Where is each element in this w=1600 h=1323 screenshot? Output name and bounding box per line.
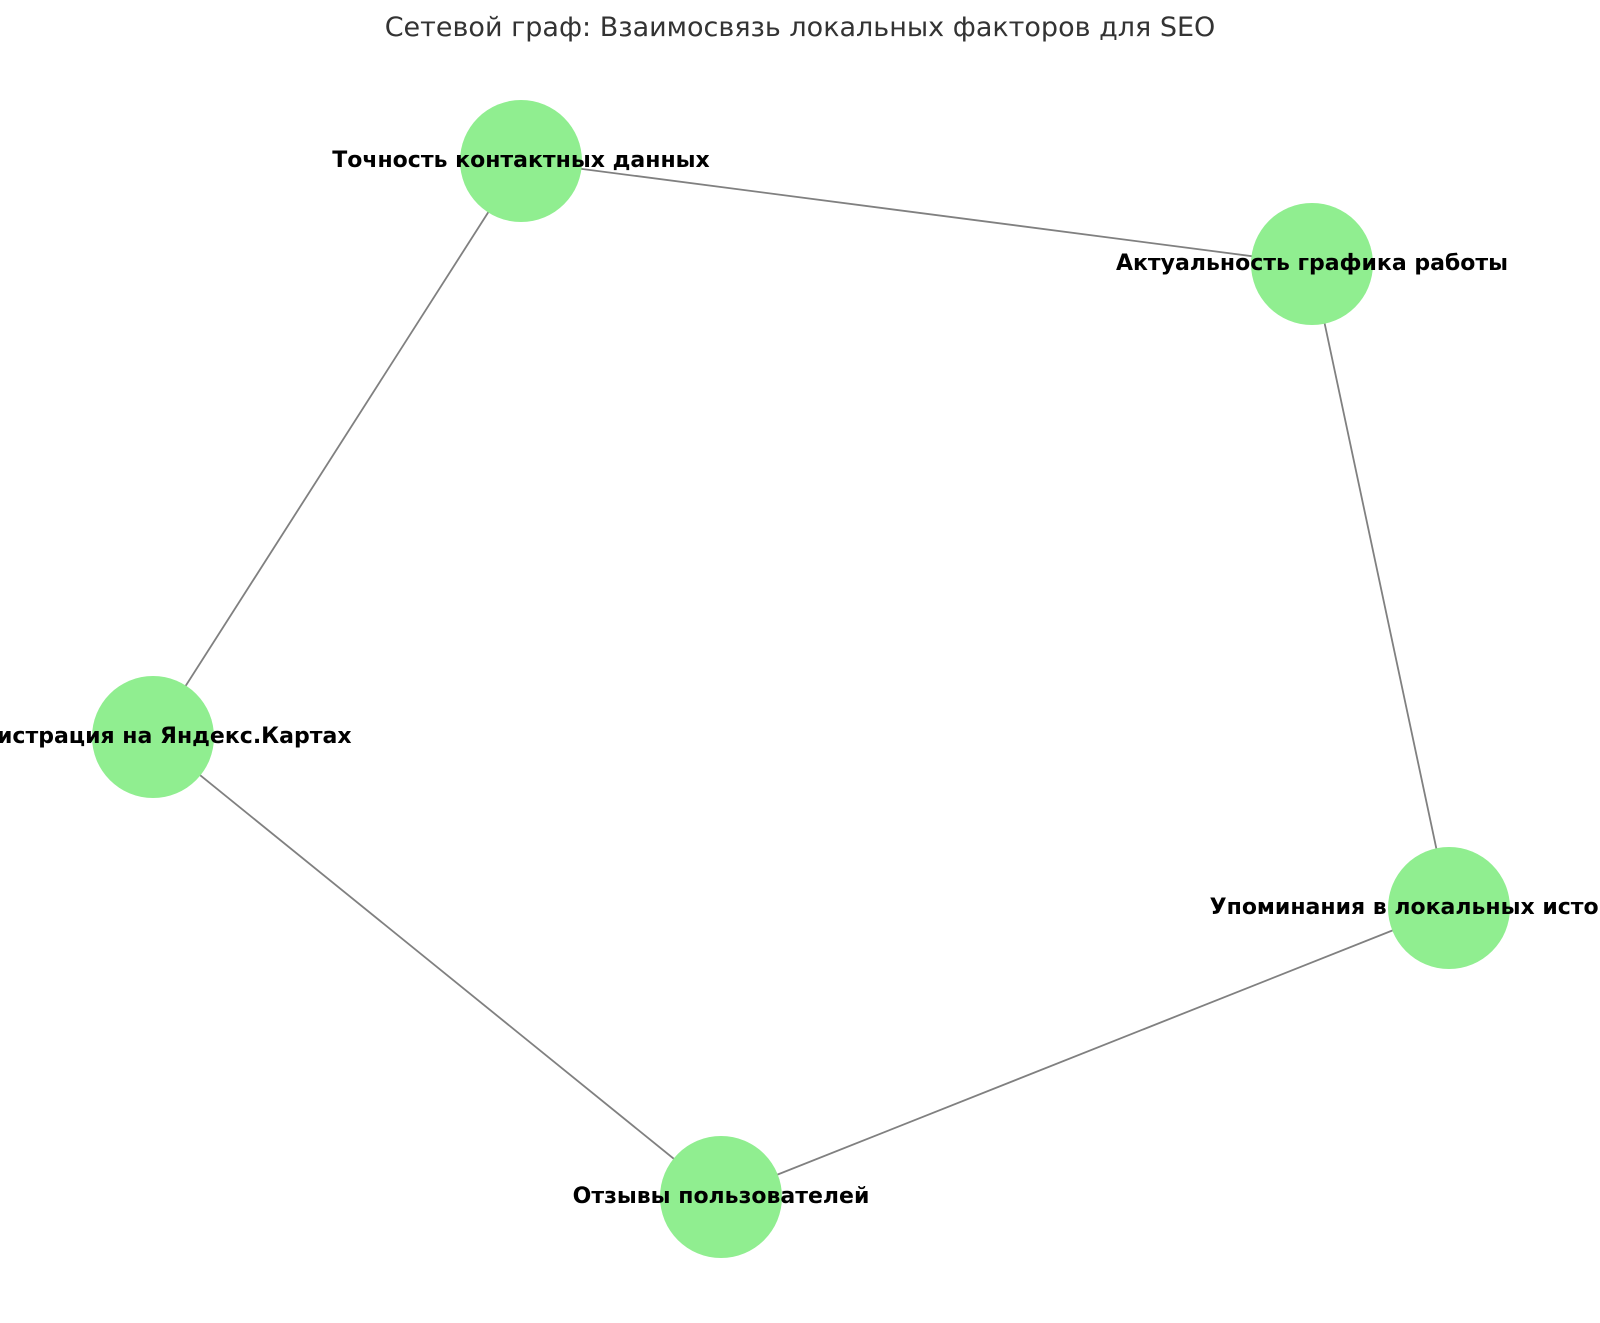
- graph-node-local-mentions: [1388, 847, 1510, 969]
- graph-node-schedule-actuality: [1251, 203, 1373, 325]
- graph-node-user-reviews: [660, 1136, 782, 1258]
- graph-edge-user-reviews--yandex-maps: [152, 736, 722, 1198]
- graph-edge-yandex-maps--contact-accuracy: [152, 160, 522, 738]
- chart-title: Сетевой граф: Взаимосвязь локальных факт…: [384, 12, 1216, 43]
- graph-node-contact-accuracy: [460, 100, 582, 222]
- graph-edge-contact-accuracy--schedule-actuality: [520, 160, 1313, 265]
- graph-node-yandex-maps: [92, 676, 214, 798]
- graph-edge-schedule-actuality--local-mentions: [1311, 263, 1450, 909]
- graph-edge-local-mentions--user-reviews: [720, 907, 1450, 1198]
